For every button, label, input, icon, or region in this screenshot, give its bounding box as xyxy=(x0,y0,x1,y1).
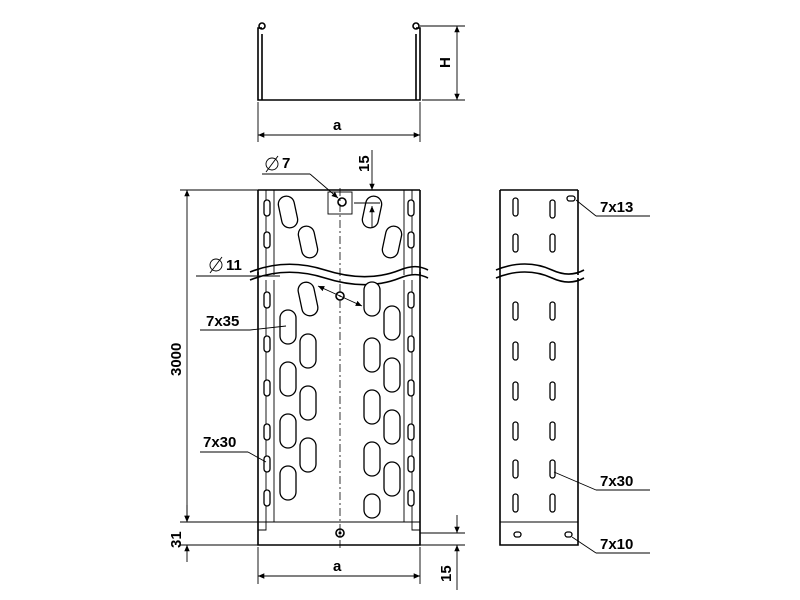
break-line-upper xyxy=(249,263,429,278)
dim-length: 3000 xyxy=(168,189,258,523)
side-slots-left xyxy=(512,197,519,513)
profile-roll-left xyxy=(258,22,266,30)
plan-outline-top xyxy=(257,189,421,275)
hole-end-center xyxy=(338,531,342,535)
plan-outline-bottom xyxy=(257,272,421,546)
dim-slot-main: 7x35 xyxy=(200,313,287,331)
bottom-slots-left xyxy=(277,195,319,501)
plan-view xyxy=(249,188,429,548)
dim-slot-side-right: 7x30 xyxy=(553,471,650,491)
label-height: H xyxy=(437,57,454,68)
label-length: 3000 xyxy=(168,343,185,376)
side-outline-top xyxy=(499,189,579,275)
label-width-top: a xyxy=(333,117,342,134)
left-flange-slots xyxy=(263,199,271,507)
dim-slot-end: 7x10 xyxy=(571,536,650,554)
dim-slot-side: 7x30 xyxy=(200,434,267,463)
dim-hole-11 xyxy=(317,285,363,307)
dim-width-bottom: a xyxy=(257,547,421,584)
end-slot-left xyxy=(513,531,522,538)
break-line-lower xyxy=(249,271,429,286)
hole-7 xyxy=(337,197,347,207)
label-slot-side: 7x30 xyxy=(203,434,236,451)
end-tabs xyxy=(258,522,420,531)
tray-profile-inner xyxy=(261,34,417,100)
dim-edge-offset: 15 xyxy=(354,150,380,228)
side-break-lower xyxy=(495,271,585,283)
label-edge-offset: 15 xyxy=(356,155,373,172)
cross-section-view: a H xyxy=(257,22,465,142)
dim-hole-7: 7 xyxy=(262,155,339,199)
label-width-bottom: a xyxy=(333,558,342,575)
label-slot-side-small: 7x13 xyxy=(600,199,633,216)
label-bottom-offset: 15 xyxy=(438,565,455,582)
end-slot-right xyxy=(564,531,573,538)
side-break-upper xyxy=(495,263,585,275)
hole-boss xyxy=(327,191,353,215)
right-flange-slots xyxy=(407,199,415,507)
tray-profile xyxy=(257,27,421,101)
label-slot-side-right: 7x30 xyxy=(600,473,633,490)
hole-end xyxy=(335,528,345,538)
label-hole-7: 7 xyxy=(282,155,290,172)
label-hole-11: 11 xyxy=(226,257,242,274)
side-outline-bottom xyxy=(499,275,579,546)
side-slots-right xyxy=(549,199,556,513)
bottom-slots-right xyxy=(361,195,403,519)
dim-bottom-offset: 15 xyxy=(420,515,465,590)
dim-slot-side-small: 7x13 xyxy=(575,199,650,217)
side-view xyxy=(495,189,585,546)
label-slot-end: 7x10 xyxy=(600,536,633,553)
plan-flanges-bottom xyxy=(265,280,413,522)
dim-end-offset: 31 xyxy=(168,505,258,562)
label-slot-main: 7x35 xyxy=(206,313,239,330)
profile-roll-right xyxy=(412,22,420,30)
dim-hole-11-label: 11 xyxy=(196,256,280,277)
side-slot-small xyxy=(566,195,576,202)
label-end-offset: 31 xyxy=(168,531,185,548)
